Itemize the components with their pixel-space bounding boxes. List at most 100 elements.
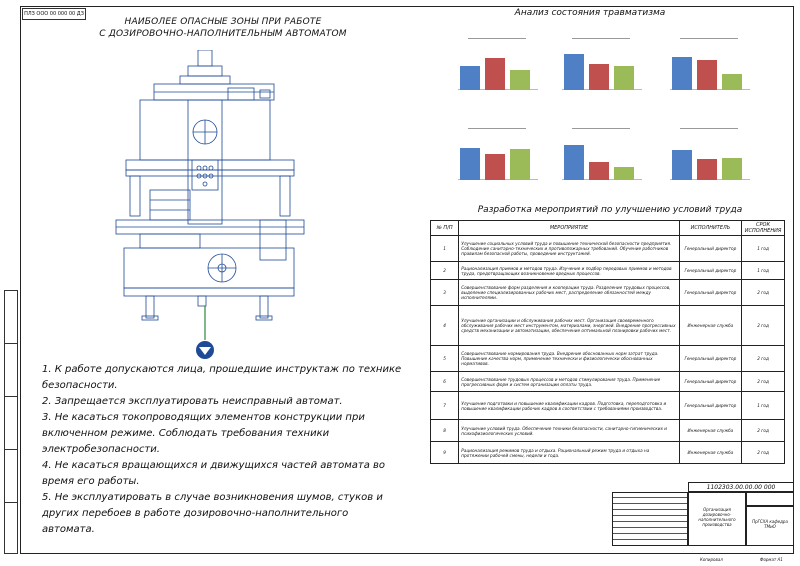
sheet-frame — [20, 6, 794, 554]
chart-bar — [697, 60, 717, 90]
leg-left — [145, 295, 155, 319]
chart-caption-line — [468, 128, 526, 132]
control-panel — [191, 159, 219, 191]
chart-bar — [460, 148, 480, 180]
chart-bar — [460, 66, 480, 90]
automat-machine-drawing — [115, 50, 305, 359]
development-title: Разработка мероприятий по улучшению усло… — [477, 205, 743, 215]
top-knob — [197, 50, 213, 67]
leg-right — [259, 295, 269, 319]
safety-rule-4: 4. Не касаться вращающихся и движущихся … — [42, 460, 386, 487]
chart-caption-line — [572, 128, 630, 132]
chart-bar — [672, 150, 692, 180]
safety-rule-3: 3. Не касаться токопроводящих элементов … — [42, 412, 365, 455]
mini-chart-4 — [448, 128, 543, 188]
row-num: 6 — [429, 371, 460, 392]
chart-bar — [614, 66, 634, 90]
chart-bar — [722, 158, 742, 180]
analysis-title: Анализ состояния травматизма — [514, 8, 666, 18]
mini-chart-1 — [448, 38, 543, 98]
row-measure: Улучшение социальных условий труда и пов… — [458, 235, 680, 262]
mini-chart-5 — [552, 128, 647, 188]
row-num: 2 — [429, 261, 460, 280]
row-num: 1 — [429, 235, 460, 262]
danger-zone-marker — [196, 341, 214, 359]
row-measure: Рационализация приемов и методов труда. … — [458, 261, 680, 280]
row-executor: Генеральный директор — [678, 261, 743, 280]
drawing-title: НАИБОЛЕЕ ОПАСНЫЕ ЗОНЫ ПРИ РАБОТЕ С ДОЗИР… — [88, 16, 358, 40]
middle-frame — [125, 159, 295, 171]
col-term: СРОК ИСПОЛНЕНИЯ — [741, 220, 785, 236]
safety-rules: 1. К работе допускаются лица, прошедшие … — [42, 362, 402, 538]
chart-bar — [510, 149, 530, 180]
row-num: 7 — [429, 391, 460, 420]
row-measure: Рационализация режимов труда и отдыха. Р… — [458, 441, 680, 464]
row-num: 3 — [429, 279, 460, 306]
row-executor: Инженерная служба — [678, 419, 743, 442]
chart-bar — [485, 58, 505, 90]
row-executor: Генеральный директор — [678, 279, 743, 306]
format-label: Формат А1 — [760, 557, 783, 562]
row-executor: Генеральный директор — [678, 371, 743, 392]
chart-caption-line — [680, 38, 738, 42]
copied-label: Копировал — [700, 557, 723, 562]
row-term: 2 год — [741, 279, 785, 306]
table-header-row: № П/П МЕРОПРИЯТИЕ ИСПОЛНИТЕЛЬ СРОК ИСПОЛ… — [429, 220, 785, 236]
row-num: 8 — [429, 419, 460, 442]
row-term: 2 год — [741, 345, 785, 372]
drawing-name: Организация дозировочно-наполнительного … — [688, 492, 746, 546]
row-term: 2 год — [741, 371, 785, 392]
chart-bar — [589, 162, 609, 180]
row-term: 1 год — [741, 391, 785, 420]
col-executor: ИСПОЛНИТЕЛЬ — [678, 220, 743, 236]
safety-rule-2: 2. Запрещается эксплуатировать неисправн… — [42, 396, 343, 407]
top-stamp: ПЛЗ ООО 00 000 00 ДЗ — [22, 8, 86, 20]
row-num: 9 — [429, 441, 460, 464]
row-measure: Улучшение подготовки и повышение квалифи… — [458, 391, 680, 420]
drawing-title-line-1: НАИБОЛЕЕ ОПАСНЫЕ ЗОНЫ ПРИ РАБОТЕ — [124, 17, 322, 27]
mini-chart-6 — [660, 128, 755, 188]
chart-caption-line — [572, 38, 630, 42]
safety-rule-1: 1. К работе допускаются лица, прошедшие … — [42, 364, 402, 391]
row-measure: Совершенствование нормирования труда. Вн… — [458, 345, 680, 372]
chart-bar — [510, 70, 530, 90]
row-term: 2 год — [741, 441, 785, 464]
drawing-code: 1102303.00.00.00 000 — [688, 482, 794, 492]
left-margin-strip — [4, 290, 18, 554]
sheet-info — [746, 492, 794, 506]
row-executor: Генеральный директор — [678, 235, 743, 262]
mini-chart-3 — [660, 38, 755, 98]
row-term: 1 год — [741, 235, 785, 262]
safety-rule-5: 5. Не эксплуатировать в случае возникнов… — [42, 492, 383, 535]
mini-chart-2 — [552, 38, 647, 98]
signature-grid — [612, 492, 688, 546]
chart-bar — [722, 74, 742, 90]
row-measure: Улучшение организации и обслуживания раб… — [458, 305, 680, 346]
chart-bar — [672, 57, 692, 90]
col-num: № П/П — [429, 220, 460, 236]
row-measure: Совершенствование форм разделения и кооп… — [458, 279, 680, 306]
organization: ПрГСХА кафедра ТМиО — [746, 506, 794, 546]
col-measure: МЕРОПРИЯТИЕ — [458, 220, 680, 236]
top-cap — [187, 65, 223, 77]
row-num: 5 — [429, 345, 460, 372]
chart-caption-line — [680, 128, 738, 132]
row-measure: Улучшение условий труда. Обеспечение тех… — [458, 419, 680, 442]
drawing-title-line-2: С ДОЗИРОВОЧНО-НАПОЛНИТЕЛЬНЫМ АВТОМАТОМ — [99, 29, 347, 39]
row-executor: Генеральный директор — [678, 391, 743, 420]
measures-table: № П/П МЕРОПРИЯТИЕ ИСПОЛНИТЕЛЬ СРОК ИСПОЛ… — [429, 220, 785, 464]
chart-bar — [485, 154, 505, 180]
central-column — [187, 99, 223, 225]
row-measure: Совершенствование трудовых процессов и м… — [458, 371, 680, 392]
row-executor: Генеральный директор — [678, 345, 743, 372]
